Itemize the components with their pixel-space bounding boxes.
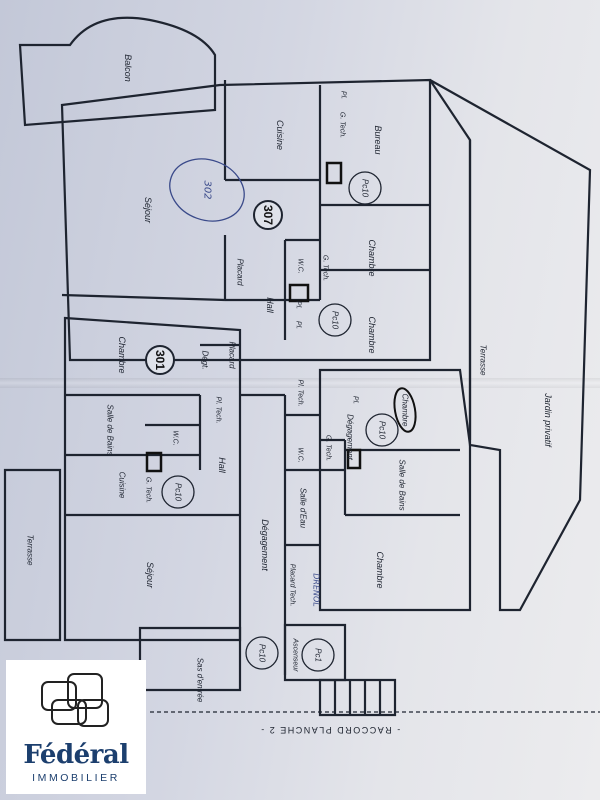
- room-chambre-right: Chambre: [375, 551, 385, 589]
- room-placard-301: Placard: [227, 341, 237, 369]
- footer-caption: - RACCORD PLANCHE 2 -: [259, 725, 401, 735]
- room-cuisine-307: Cuisine: [275, 119, 285, 151]
- federal-immobilier-logo: Fédéral IMMOBILIER: [6, 660, 146, 794]
- room-placard-tech: Placard Tech.: [288, 563, 296, 607]
- room-chambre-307a: Chambre: [367, 239, 377, 277]
- room-pltech-right: Pl. Tech.: [296, 379, 304, 407]
- room-wc-307: W.C.: [296, 258, 304, 274]
- room-degagement-right: Dégagement: [345, 414, 355, 460]
- room-chambre-301: Chambre: [117, 336, 127, 374]
- room-pl-307a: Pl.: [339, 90, 347, 100]
- handwritten-302: 302: [201, 180, 213, 200]
- room-wc-right: W.C.: [296, 447, 304, 463]
- room-hall-307: Hall: [265, 297, 275, 313]
- room-balcon: Balcon: [123, 54, 133, 82]
- room-sejour-307: Séjour: [143, 196, 153, 224]
- room-terrasse-301: Terrasse: [25, 534, 35, 566]
- room-pl-right: Pl.: [351, 395, 359, 405]
- room-sdb-right: Salle de Bains: [397, 459, 407, 511]
- room-gtech-right: G. Tech.: [324, 434, 332, 462]
- room-gtech-301: G. Tech.: [144, 476, 152, 504]
- room-sejour-301: Séjour: [145, 561, 155, 589]
- logo-mark-icon: [41, 673, 109, 727]
- room-hall-301: Hall: [217, 457, 227, 473]
- room-placard-307: Placard: [235, 258, 245, 286]
- room-chambre-307b: Chambre: [367, 316, 377, 354]
- pc-mark-right: Pc10: [377, 420, 387, 440]
- room-degagement-common: Dégagement: [260, 519, 270, 571]
- jardin-privatif: Jardin privatif: [543, 393, 553, 447]
- logo-brand: Fédéral: [23, 740, 129, 770]
- room-gtech-307a: G. Tech.: [338, 111, 346, 139]
- room-gtech-307b: G. Tech.: [321, 254, 329, 282]
- room-terrasse-right: Terrasse: [478, 344, 488, 376]
- room-pltech-301: Pl. Tech.: [214, 396, 222, 424]
- apartment-number-307: 307: [253, 200, 283, 230]
- room-degt-301: Dégt.: [200, 350, 210, 370]
- pc-mark-301: Pc10: [173, 482, 183, 502]
- room-wc-301: W.C.: [171, 430, 179, 446]
- room-salle-eau: Salle d'Eau: [298, 487, 308, 529]
- room-sdb-301: Salle de Bains: [105, 404, 115, 456]
- logo-tagline: IMMOBILIER: [32, 772, 120, 784]
- pc-mark-common-b: Pc1: [313, 648, 323, 662]
- pc-mark-common-a: Pc10: [257, 643, 267, 663]
- room-sas-entree: Sas d'entrée: [195, 657, 205, 703]
- room-ascenseur: Ascenseur: [291, 638, 299, 672]
- room-pl-307b: Pl.: [294, 320, 302, 330]
- room-bureau: Bureau: [373, 125, 383, 155]
- room-cuisine-301: Cuisine: [117, 471, 127, 499]
- handwritten-note: DRENOL: [311, 573, 321, 607]
- room-pl-307c: Pl.: [294, 300, 302, 310]
- pc-mark-307a: Pc10: [360, 178, 370, 198]
- apartment-number-301: 301: [145, 345, 175, 375]
- pc-mark-307b: Pc10: [330, 310, 340, 330]
- room-chambre-circled: Chambre: [400, 393, 410, 427]
